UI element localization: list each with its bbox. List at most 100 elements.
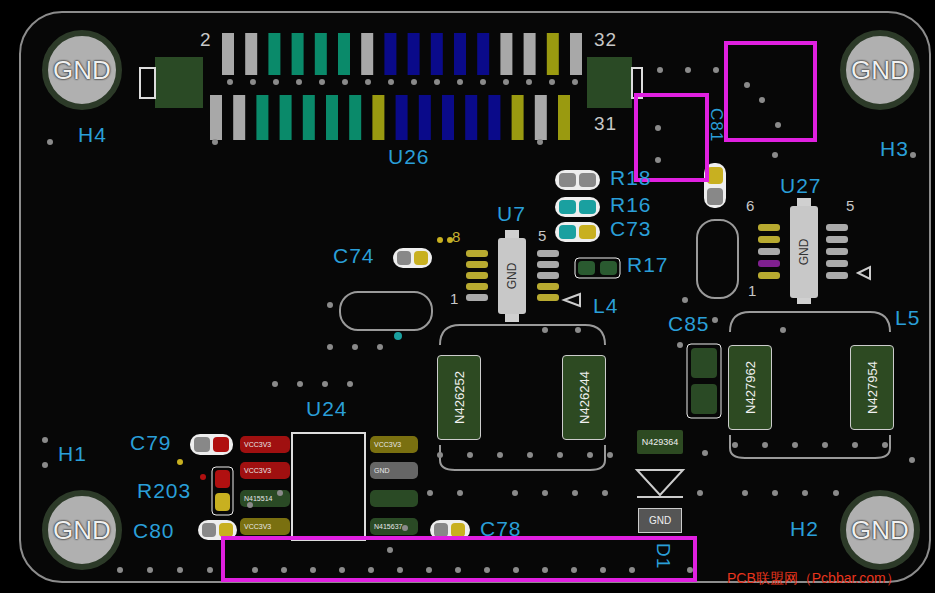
component-pad: N427962 (728, 345, 772, 430)
connector-pad (500, 33, 512, 75)
board-outline (20, 12, 930, 582)
reference-designator: D1 (654, 543, 673, 569)
diode-symbol (637, 470, 683, 497)
pin-number: 5 (538, 228, 546, 243)
reference-designator: C78 (480, 518, 522, 539)
connector-pad (256, 95, 268, 140)
connector-pad (280, 95, 292, 140)
reference-designator: C79 (130, 432, 172, 453)
connector-pad (524, 33, 536, 75)
pad-text: GND (53, 57, 111, 83)
reference-designator: C74 (333, 245, 375, 266)
reference-designator: U7 (497, 203, 526, 224)
pin-number: 5 (846, 198, 854, 213)
connector-pad (268, 33, 280, 75)
ic-body: GND (790, 206, 818, 298)
net-name: VCC3V3 (244, 467, 271, 474)
reference-designator: R18 (610, 167, 652, 188)
reference-designator: H4 (78, 124, 107, 145)
connector-pad (315, 33, 327, 75)
pad-text: N427962 (744, 361, 757, 414)
connector-pad (233, 95, 245, 140)
net-name: VCC3V3 (244, 523, 271, 530)
pin-number: 1 (748, 283, 756, 298)
component-pad: N427954 (850, 345, 894, 430)
connector-pad (547, 33, 559, 75)
connector-pad (210, 95, 222, 140)
reference-designator: R203 (137, 480, 191, 501)
ic-body: GND (498, 238, 526, 314)
connector-pad (326, 95, 338, 140)
reference-designator: H2 (790, 518, 819, 539)
net-name: VCC3V3 (374, 441, 401, 448)
net-name: VCC3V3 (244, 441, 271, 448)
connector-pad (488, 95, 500, 140)
connector-pad (570, 33, 582, 75)
net-name: N415514 (244, 495, 272, 502)
reference-designator: U24 (306, 398, 348, 419)
connector-pad (419, 95, 431, 140)
reference-designator: L5 (895, 307, 920, 328)
connector-pad (431, 33, 443, 75)
connector-pad (442, 95, 454, 140)
connector-pad (372, 95, 384, 140)
pin-number: 6 (746, 198, 754, 213)
reference-designator: R17 (627, 254, 669, 275)
reference-designator: C85 (668, 313, 710, 334)
connector-pad (535, 95, 547, 140)
net-name: GND (374, 467, 390, 474)
mounting-hole: GND (840, 490, 920, 570)
pad-text: N426252 (453, 371, 466, 424)
connector-pad (408, 33, 420, 75)
reference-designator: H1 (58, 443, 87, 464)
pin-number: 1 (450, 291, 458, 306)
reference-designator: C81 (708, 108, 725, 142)
pad-text: N426244 (578, 371, 591, 424)
mounting-hole: GND (840, 30, 920, 110)
pad-text: GND (649, 516, 671, 526)
pad-text: GND (798, 239, 810, 266)
reference-designator: C73 (610, 218, 652, 239)
via-dots (42, 67, 916, 573)
connector-pad (292, 33, 304, 75)
reference-designator: 32 (594, 30, 617, 49)
connector-pad (454, 33, 466, 75)
watermark: PCB联盟网（Pcbbar.com） (727, 571, 900, 585)
connector-pad (349, 95, 361, 140)
reference-designator: 31 (594, 114, 617, 133)
pad-text: N429364 (642, 438, 679, 447)
mounting-hole: GND (42, 30, 122, 110)
reference-designator: 2 (200, 30, 212, 49)
reference-designator: U27 (780, 175, 822, 196)
component-pad: N426252 (437, 355, 481, 440)
connector-pad (222, 33, 234, 75)
pad-text: N427954 (866, 361, 879, 414)
connector-pad (384, 33, 396, 75)
crystal-outline (340, 292, 432, 330)
pad-text: GND (506, 263, 518, 290)
connector-pad (512, 95, 524, 140)
mount-pad (155, 57, 203, 108)
reference-designator: R16 (610, 194, 652, 215)
net-name: N415637 (374, 523, 402, 530)
pad-text: GND (851, 57, 909, 83)
pad-text: GND (851, 517, 909, 543)
reference-designator: U26 (388, 146, 430, 167)
mount-pad (587, 57, 632, 108)
connector-pad (361, 33, 373, 75)
component-pad: GND (638, 508, 682, 533)
highlight-box (223, 538, 695, 580)
mounting-hole: GND (42, 490, 122, 570)
crystal-outline (697, 220, 738, 298)
pin-number: 8 (452, 229, 460, 244)
component-pad: N426244 (562, 355, 606, 440)
connector-pad (303, 95, 315, 140)
highlight-box (726, 43, 815, 140)
inductor-outline (730, 312, 890, 458)
connector-pad (465, 95, 477, 140)
passive-pads (190, 163, 726, 540)
inductor-outline (440, 325, 605, 470)
connector-pad (396, 95, 408, 140)
pad-text: GND (53, 517, 111, 543)
